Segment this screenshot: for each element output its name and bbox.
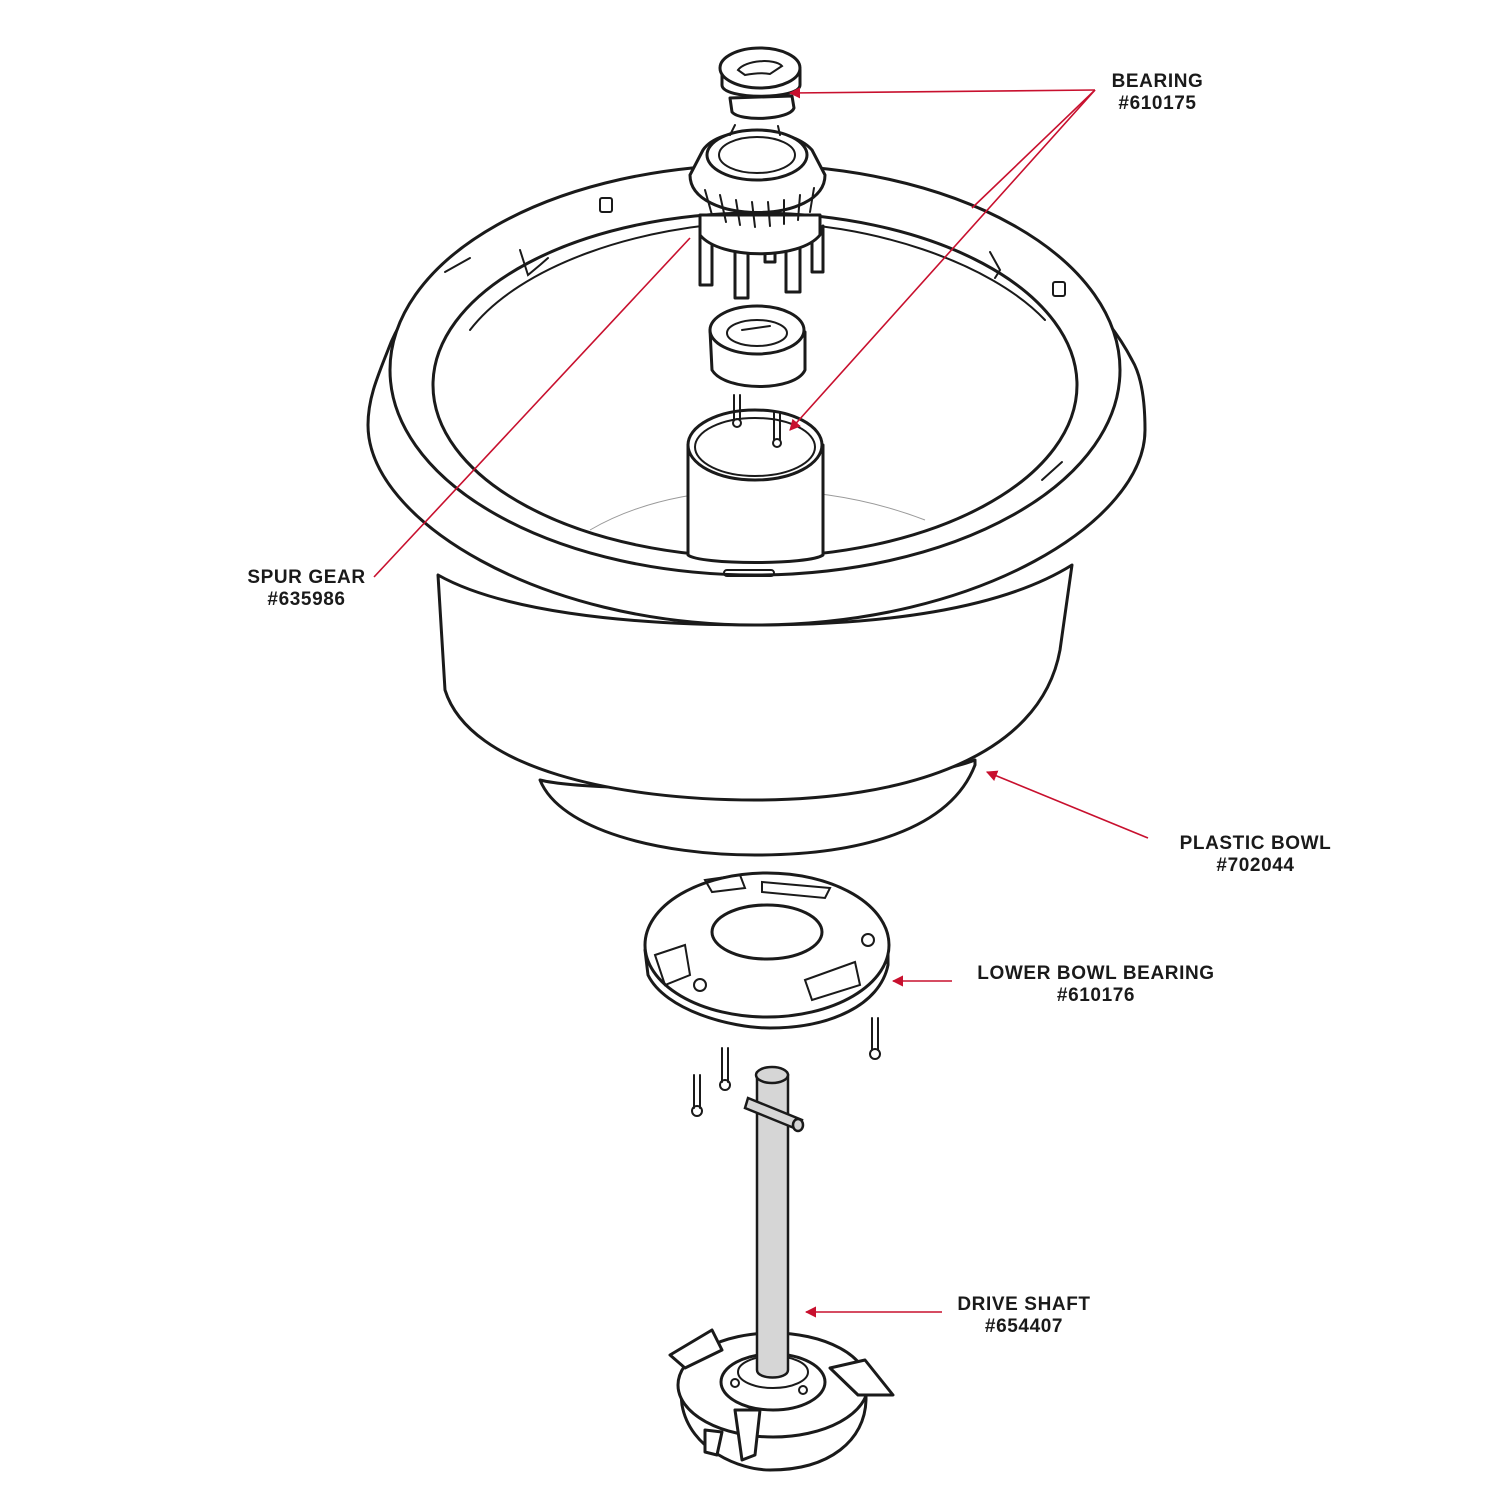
label-bearing: BEARING #610175 [1095,71,1220,115]
label-bearing-name: BEARING [1111,71,1204,92]
label-lower-bowl-bearing-part: #610176 [1056,985,1136,1006]
plastic-bowl [366,163,1147,857]
leader-lines [373,87,1149,1318]
drive-shaft [668,1065,895,1472]
label-bearing-part: #610175 [1118,93,1197,114]
label-plastic-bowl-part: #702044 [1216,855,1295,876]
label-spur-gear-name: SPUR GEAR [247,567,366,588]
label-spur-gear-part: #635986 [267,589,346,610]
spur-gear [688,124,827,300]
screws [691,1017,881,1117]
bearing-610175-top [718,46,802,120]
label-drive-shaft: DRIVE SHAFT #654407 [945,1294,1103,1338]
label-spur-gear: SPUR GEAR #635986 [240,567,373,611]
leader-bearing-tube [789,89,1096,431]
label-plastic-bowl-name: PLASTIC BOWL [1179,833,1332,854]
label-drive-shaft-part: #654407 [984,1316,1064,1337]
leader-bearing-gear [971,89,1096,209]
leader-bearing-top [788,87,1096,99]
leader-plastic-bowl [985,770,1149,839]
label-lower-bowl-bearing-name: LOWER BOWL BEARING [977,963,1215,984]
label-plastic-bowl: PLASTIC BOWL #702044 [1168,833,1343,877]
lower-bowl-bearing [643,871,891,1030]
leader-spur-gear [373,237,691,578]
collar [708,304,807,388]
label-lower-bowl-bearing: LOWER BOWL BEARING #610176 [962,963,1230,1007]
label-drive-shaft-name: DRIVE SHAFT [957,1294,1091,1315]
